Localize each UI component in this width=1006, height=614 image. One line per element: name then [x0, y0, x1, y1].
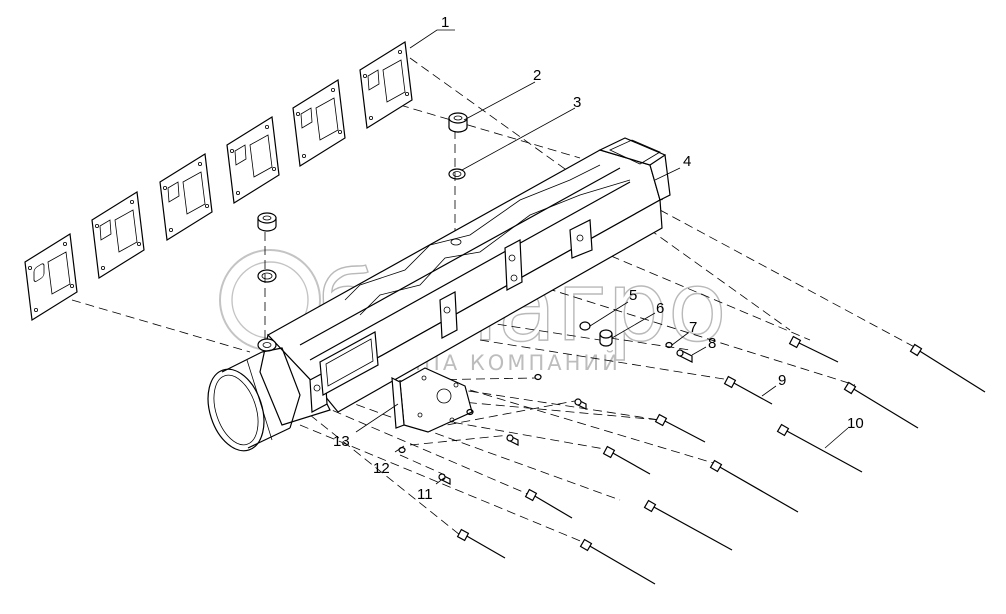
callout-12: 12 — [373, 460, 390, 477]
mounting-bracket — [391, 367, 473, 433]
gasket-set — [24, 40, 413, 322]
bolt — [843, 381, 919, 429]
callout-4: 4 — [683, 153, 691, 170]
callout-labels: 1 2 3 4 5 6 7 8 9 10 11 12 13 — [333, 14, 864, 503]
gasket — [24, 232, 78, 322]
callout-10: 10 — [847, 415, 864, 432]
bolt — [909, 343, 986, 393]
callout-8: 8 — [708, 335, 716, 352]
callout-7: 7 — [689, 319, 697, 336]
exhaust-manifold — [207, 137, 671, 452]
bolt — [524, 488, 573, 519]
washer-lower — [257, 269, 277, 283]
callout-1: 1 — [441, 14, 449, 31]
plug-lower — [257, 212, 277, 232]
callout-6: 6 — [656, 300, 664, 317]
bolt — [709, 459, 799, 513]
bolt — [456, 528, 506, 559]
callout-2: 2 — [533, 67, 541, 84]
callout-3: 3 — [573, 94, 581, 111]
gasket — [159, 152, 213, 242]
gasket — [359, 40, 413, 130]
bolt — [654, 413, 706, 443]
gasket — [226, 115, 280, 205]
plug-upper — [448, 112, 468, 133]
assembly-lines — [71, 57, 921, 546]
gasket — [292, 78, 346, 168]
bolt-set — [456, 335, 986, 585]
gasket — [91, 190, 145, 280]
callout-9: 9 — [778, 372, 786, 389]
leader-lines — [355, 29, 849, 485]
washer-upper — [448, 168, 466, 180]
callout-5: 5 — [629, 287, 637, 304]
bolt — [579, 538, 656, 585]
callout-11: 11 — [417, 486, 433, 503]
bolt — [602, 445, 651, 475]
bolt — [788, 335, 839, 363]
bolt — [643, 499, 733, 551]
callout-13: 13 — [333, 433, 350, 450]
bolt — [723, 375, 773, 405]
bolt — [776, 423, 863, 473]
